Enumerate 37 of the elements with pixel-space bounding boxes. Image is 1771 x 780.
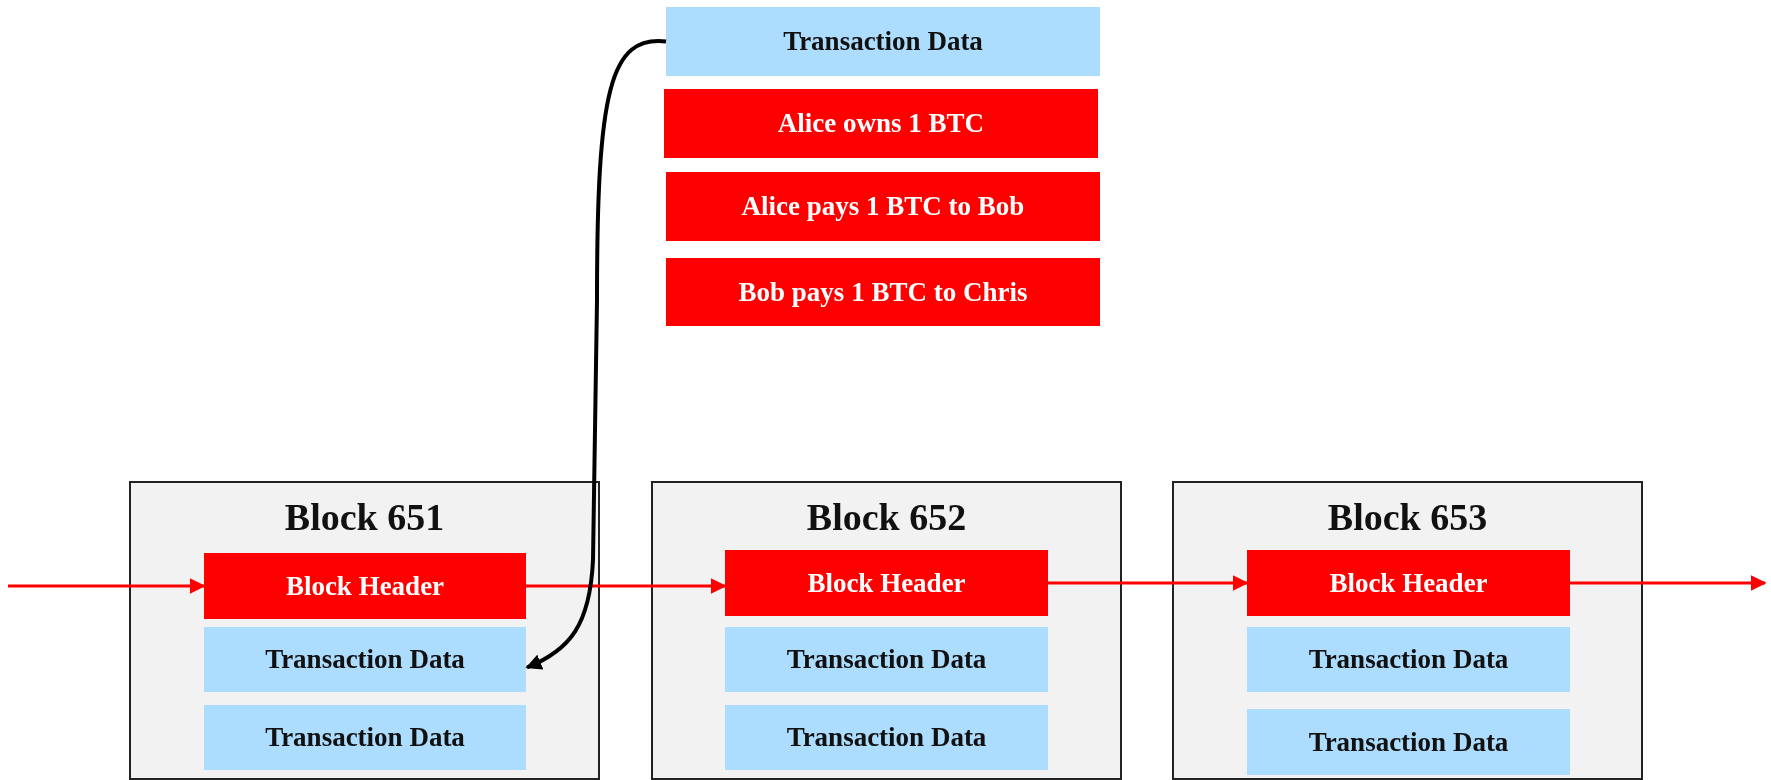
arrow bbox=[1048, 575, 1249, 591]
transaction-box bbox=[666, 258, 1100, 326]
box-label: Alice pays 1 BTC to Bob bbox=[741, 191, 1025, 222]
block-title: Block 652 bbox=[806, 495, 967, 539]
arrow bbox=[526, 578, 727, 594]
box-label: Block Header bbox=[285, 570, 445, 602]
block-title: Block 653 bbox=[1327, 495, 1488, 539]
box-label: Transaction Data bbox=[786, 644, 987, 675]
box-label: Transaction Data bbox=[783, 26, 983, 57]
arrow bbox=[8, 578, 206, 594]
data-box bbox=[666, 7, 1100, 76]
box-label: Transaction Data bbox=[265, 722, 465, 753]
data-box bbox=[1247, 627, 1570, 692]
box-label: Alice owns 1 BTC bbox=[777, 108, 985, 139]
box-label: Transaction Data bbox=[1308, 644, 1509, 675]
box-label: Transaction Data bbox=[1308, 726, 1509, 758]
arrow bbox=[1570, 575, 1767, 591]
header-box bbox=[725, 550, 1048, 616]
box-label: Block Header bbox=[1329, 567, 1488, 599]
header-box bbox=[1247, 550, 1570, 616]
transaction-box bbox=[664, 89, 1098, 158]
data-box bbox=[725, 627, 1048, 692]
block-container bbox=[129, 481, 600, 780]
block-container bbox=[1172, 481, 1643, 780]
data-box bbox=[1247, 709, 1570, 775]
header-box bbox=[204, 553, 526, 619]
box-label: Transaction Data bbox=[265, 644, 465, 675]
box-label: Transaction Data bbox=[786, 722, 987, 753]
transaction-box bbox=[666, 172, 1100, 241]
block-container bbox=[651, 481, 1122, 780]
block-title: Block 651 bbox=[284, 495, 445, 539]
data-box bbox=[725, 705, 1048, 770]
data-box bbox=[204, 627, 526, 692]
arrow bbox=[525, 39, 667, 670]
box-label: Bob pays 1 BTC to Chris bbox=[738, 276, 1028, 308]
box-label: Block Header bbox=[807, 567, 966, 599]
data-box bbox=[204, 705, 526, 770]
